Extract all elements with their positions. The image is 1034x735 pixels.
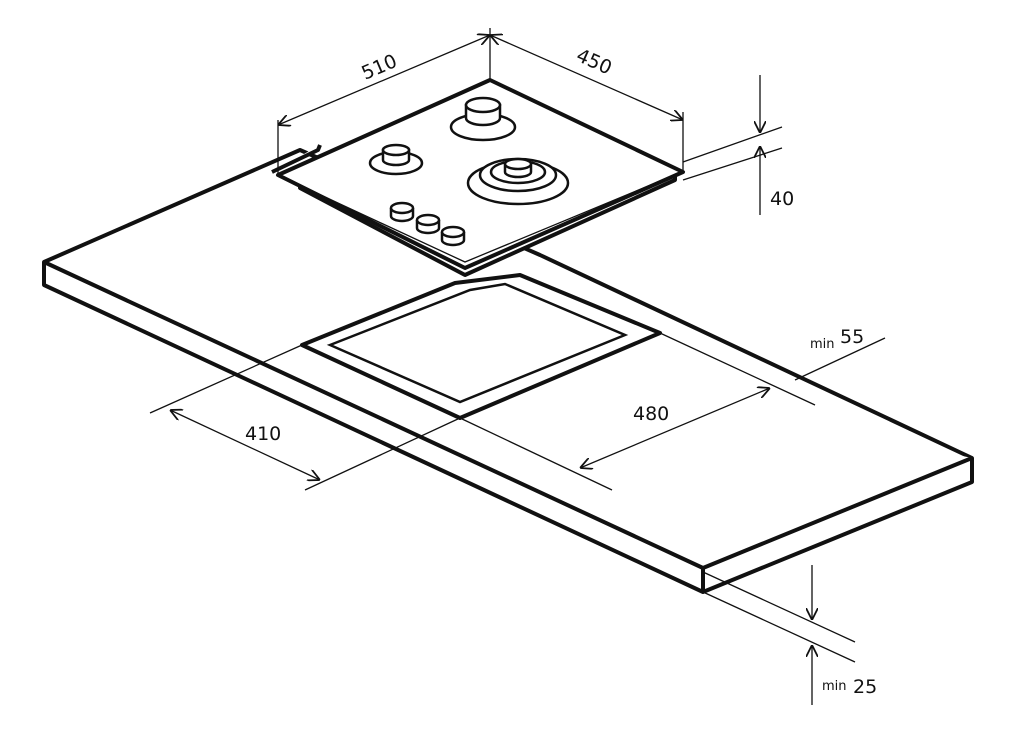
dim-410-label: 410: [245, 423, 281, 445]
dim-510-label: 510: [358, 50, 400, 84]
cutout: [300, 273, 662, 420]
burner-rear: [449, 96, 517, 142]
dim-40-label: 40: [770, 188, 794, 210]
gas-hob: [271, 78, 685, 277]
burner-wok: [466, 157, 570, 206]
dim-55-label: 55: [840, 326, 864, 348]
dimension-lines: [149, 28, 886, 705]
dim-25-label: 25: [853, 676, 877, 698]
burner-left: [368, 143, 424, 176]
min-55-prefix: min: [810, 337, 835, 352]
min-25-prefix: min: [822, 679, 847, 694]
control-knobs: [389, 201, 466, 247]
dim-480-label: 480: [633, 403, 669, 425]
